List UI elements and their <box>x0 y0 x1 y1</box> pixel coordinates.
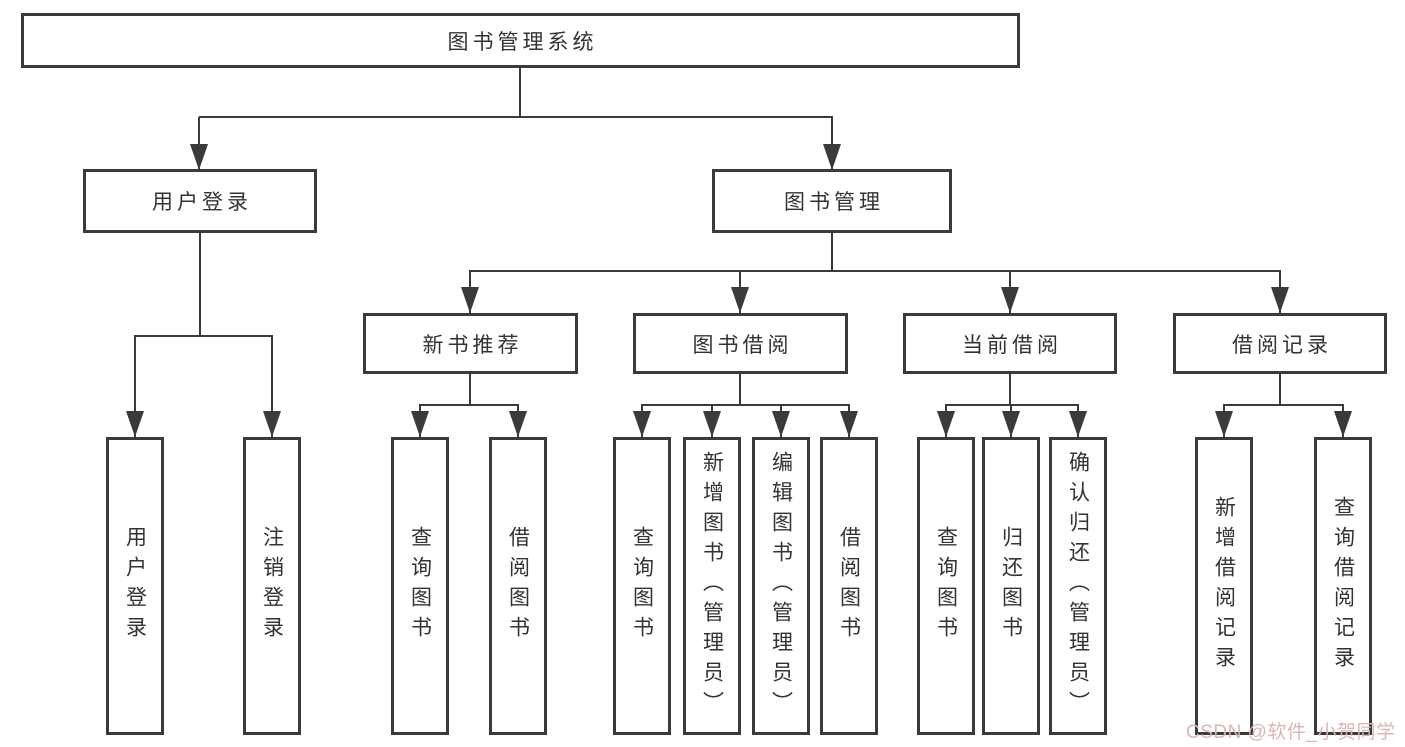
node-book-borrow-label: 图书借阅 <box>692 333 793 357</box>
node-leaf-add-borrow-record: 新增借阅记录 <box>1195 437 1253 735</box>
connector-borrow-records-rake <box>1223 404 1344 406</box>
node-root-label: 图书管理系统 <box>447 30 598 54</box>
node-leaf-add-book: 新增图书（管理员） <box>683 437 741 735</box>
node-leaf-query-books-1-label: 查询图书 <box>408 526 432 646</box>
node-leaf-borrow-books-1: 借阅图书 <box>489 437 547 735</box>
arrow-to-leaf-query-books-3 <box>937 405 955 437</box>
node-current-borrow: 当前借阅 <box>903 313 1117 374</box>
node-leaf-user-login-label: 用户登录 <box>123 526 147 646</box>
node-leaf-query-books-3-label: 查询图书 <box>934 526 958 646</box>
node-book-borrow: 图书借阅 <box>633 313 848 374</box>
connector-user-login-stem <box>199 233 201 336</box>
node-book-mgmt: 图书管理 <box>712 169 952 233</box>
node-leaf-add-book-label: 新增图书（管理员） <box>700 451 724 721</box>
node-current-borrow-label: 当前借阅 <box>962 333 1062 357</box>
arrow-to-book-borrow <box>731 271 749 313</box>
node-new-book-rec-label: 新书推荐 <box>422 333 523 357</box>
node-leaf-confirm-return-label: 确认归还（管理员） <box>1066 451 1090 721</box>
arrow-to-leaf-borrow-books-1 <box>509 405 527 437</box>
arrow-to-leaf-add-borrow-record <box>1215 405 1233 437</box>
connector-new-book-rec-rake <box>419 404 519 406</box>
node-user-login: 用户登录 <box>83 169 317 233</box>
node-leaf-query-books-1: 查询图书 <box>391 437 449 735</box>
connector-user-login-rake <box>134 335 273 337</box>
arrow-to-book-mgmt <box>823 117 841 170</box>
node-leaf-query-books-2: 查询图书 <box>613 437 671 735</box>
arrow-to-leaf-edit-book <box>772 405 790 437</box>
connector-book-borrow-rake <box>641 404 850 406</box>
arrow-to-new-book-rec <box>461 271 479 313</box>
node-borrow-records: 借阅记录 <box>1173 313 1387 374</box>
node-leaf-return-book: 归还图书 <box>982 437 1040 735</box>
connector-book-mgmt-stem <box>831 233 833 271</box>
arrow-to-leaf-borrow-books-2 <box>840 405 858 437</box>
connector-new-book-rec-stem <box>469 374 471 405</box>
node-leaf-edit-book: 编辑图书（管理员） <box>752 437 810 735</box>
node-user-login-label: 用户登录 <box>152 191 252 214</box>
node-leaf-query-books-3: 查询图书 <box>917 437 975 735</box>
node-leaf-return-book-label: 归还图书 <box>999 526 1023 646</box>
node-leaf-add-borrow-record-label: 新增借阅记录 <box>1212 496 1236 676</box>
connector-borrow-records-stem <box>1279 374 1281 405</box>
connector-root-stem <box>519 68 521 117</box>
node-leaf-query-borrow-record-label: 查询借阅记录 <box>1331 496 1355 676</box>
connector-current-borrow-stem <box>1009 374 1011 405</box>
node-root: 图书管理系统 <box>21 13 1020 68</box>
node-borrow-records-label: 借阅记录 <box>1232 333 1332 357</box>
node-new-book-rec: 新书推荐 <box>363 313 578 374</box>
arrow-to-current-borrow <box>1001 271 1019 313</box>
arrow-to-leaf-return-book <box>1002 405 1020 437</box>
arrow-to-leaf-add-book <box>703 405 721 437</box>
connector-root-rake <box>199 116 833 118</box>
arrow-to-leaf-query-borrow-record <box>1334 405 1352 437</box>
arrow-to-leaf-confirm-return <box>1069 405 1087 437</box>
node-leaf-user-login: 用户登录 <box>106 437 164 735</box>
arrow-to-leaf-logout <box>263 336 281 437</box>
arrow-to-user-login <box>190 117 208 170</box>
arrow-to-leaf-query-books-1 <box>411 405 429 437</box>
node-leaf-query-borrow-record: 查询借阅记录 <box>1314 437 1372 735</box>
arrow-to-leaf-user-login <box>126 336 144 437</box>
connector-book-mgmt-rake <box>469 270 1281 272</box>
node-leaf-edit-book-label: 编辑图书（管理员） <box>769 451 793 721</box>
node-book-mgmt-label: 图书管理 <box>784 191 884 214</box>
connector-current-borrow-rake <box>945 404 1079 406</box>
arrow-to-borrow-records <box>1271 271 1289 313</box>
arrow-to-leaf-query-books-2 <box>633 405 651 437</box>
node-leaf-borrow-books-1-label: 借阅图书 <box>506 526 530 646</box>
node-leaf-borrow-books-2: 借阅图书 <box>820 437 878 735</box>
node-leaf-query-books-2-label: 查询图书 <box>630 526 654 646</box>
csdn-watermark: CSDN @软件_小贺同学 <box>1186 722 1396 743</box>
node-leaf-logout: 注销登录 <box>243 437 301 735</box>
node-leaf-borrow-books-2-label: 借阅图书 <box>837 526 861 646</box>
node-leaf-logout-label: 注销登录 <box>260 526 284 646</box>
node-leaf-confirm-return: 确认归还（管理员） <box>1049 437 1107 735</box>
connector-book-borrow-stem <box>739 374 741 405</box>
